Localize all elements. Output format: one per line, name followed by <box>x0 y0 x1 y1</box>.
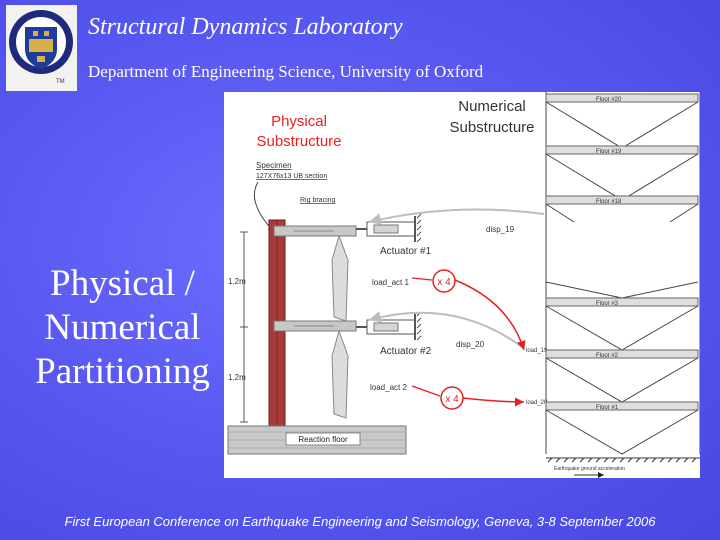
disp-19-arrow <box>368 208 545 226</box>
load-20-label: load_20 <box>526 400 548 406</box>
actuator-2-label: Actuator #2 <box>380 346 432 357</box>
force-to-floor-1-arrow <box>462 397 525 407</box>
actuator-1-label: Actuator #1 <box>380 246 432 257</box>
multiplier-bottom-label: x 4 <box>445 394 459 405</box>
multiplier-top-label: x 4 <box>437 277 451 288</box>
svg-text:Floor #2: Floor #2 <box>596 353 619 359</box>
rig-brace-lower <box>331 329 349 419</box>
heading-line-1: Physical / <box>50 263 195 304</box>
height-bottom-label: 1.2m <box>228 373 246 382</box>
physical-heading-1: Physical <box>271 113 327 130</box>
load-1-to-multiplier <box>411 277 433 281</box>
specimen-label: Specimen <box>256 161 292 170</box>
department-subtitle: Department of Engineering Science, Unive… <box>88 62 484 81</box>
multiplier-top-circle <box>432 269 456 293</box>
crest-trademark: TM <box>56 79 65 85</box>
svg-text:Floor #20: Floor #20 <box>596 97 622 103</box>
disp-20-label: disp_20 <box>456 340 485 349</box>
svg-text:Floor #19: Floor #19 <box>596 149 622 155</box>
numerical-heading-1: Numerical <box>458 98 526 115</box>
substructure-diagram: Physical Substructure Numerical Substruc… <box>224 92 700 478</box>
load-2-to-multiplier <box>411 385 441 397</box>
heading-line-3: Partitioning <box>35 351 210 392</box>
numerical-heading-2: Substructure <box>449 119 534 136</box>
diagram-panel <box>224 92 700 478</box>
floor-1: Floor #1 <box>545 401 699 455</box>
disp-19-label: disp_19 <box>486 225 515 234</box>
load-act-1-label: load_act 1 <box>372 278 409 287</box>
physical-heading-2: Substructure <box>256 133 341 150</box>
heading-line-2: Numerical <box>44 307 201 348</box>
university-crest-logo: TM <box>6 5 77 91</box>
svg-text:Floor #18: Floor #18 <box>596 199 622 205</box>
ground-acceleration-label: Earthquake ground acceleration <box>554 466 625 472</box>
crest-icon: TM <box>9 10 73 85</box>
floor-18: Floor #18 <box>545 195 699 223</box>
height-top-label: 1.2m <box>228 277 246 286</box>
lab-title: Structural Dynamics Laboratory <box>88 14 403 40</box>
partitioning-heading: Physical / Numerical Partitioning <box>20 262 225 394</box>
conference-footer: First European Conference on Earthquake … <box>64 514 656 529</box>
rig-brace-upper <box>331 234 349 322</box>
load-act-2-label: load_act 2 <box>370 383 407 392</box>
svg-text:Floor #3: Floor #3 <box>596 301 619 307</box>
load-19-label: load_19 <box>526 348 548 354</box>
force-to-floor-2-arrow <box>454 279 526 351</box>
svg-text:Floor #1: Floor #1 <box>596 405 619 411</box>
disp-20-arrow <box>368 311 523 348</box>
specimen-section-label: 127X76x13 UB section <box>256 173 327 180</box>
rig-bracing-label: Rig bracing <box>300 197 336 204</box>
reaction-floor-label: Reaction floor <box>298 435 348 444</box>
